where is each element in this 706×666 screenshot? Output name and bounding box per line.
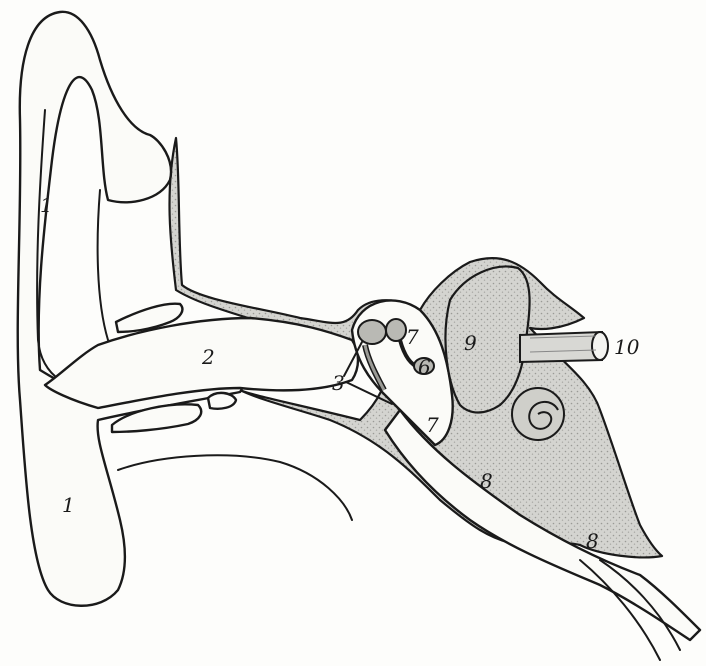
label-vestibule: 9 — [464, 331, 477, 355]
jaw-line — [118, 455, 352, 520]
auricle — [18, 12, 242, 606]
label-auricle-upper: 1 — [40, 193, 53, 217]
label-oval-window: 6 — [418, 355, 431, 379]
label-eustachian-lower: 8 — [586, 529, 599, 553]
label-ear-canal: 2 — [201, 345, 215, 369]
label-ossicles: 3 — [332, 371, 345, 395]
label-tympanic-lower: 7 — [426, 413, 439, 437]
label-auditory-nerve: 10 — [614, 335, 640, 359]
cochlea — [512, 388, 564, 440]
label-tympanic-upper: 7 — [406, 325, 419, 349]
cartilage-small — [208, 393, 236, 409]
label-eustachian-upper: 8 — [480, 469, 493, 493]
label-auricle-lower: 1 — [62, 493, 75, 517]
auditory-nerve — [520, 332, 608, 362]
